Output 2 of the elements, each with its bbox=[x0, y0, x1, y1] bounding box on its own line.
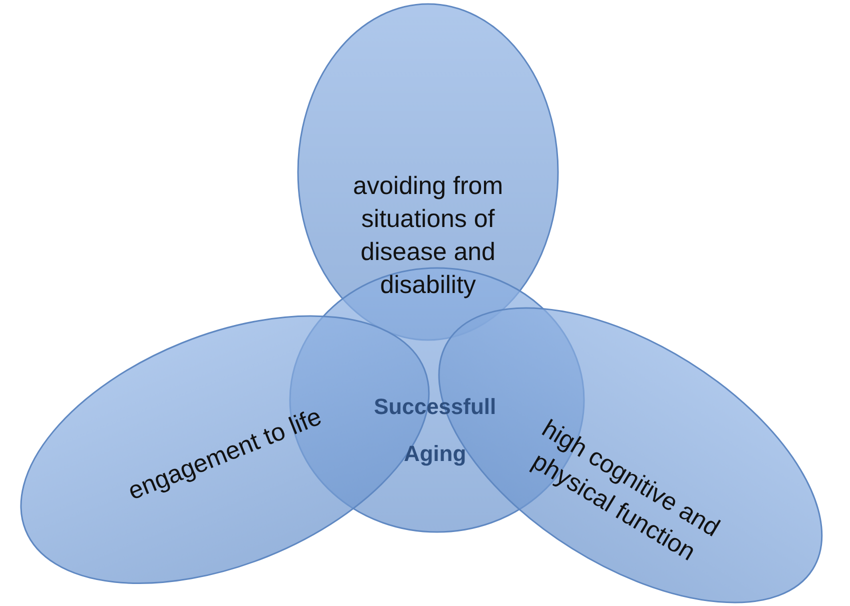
ellipse-label: avoiding from situations of disease and disability bbox=[352, 171, 504, 301]
ellipse-label: Successfull Aging bbox=[372, 393, 498, 468]
